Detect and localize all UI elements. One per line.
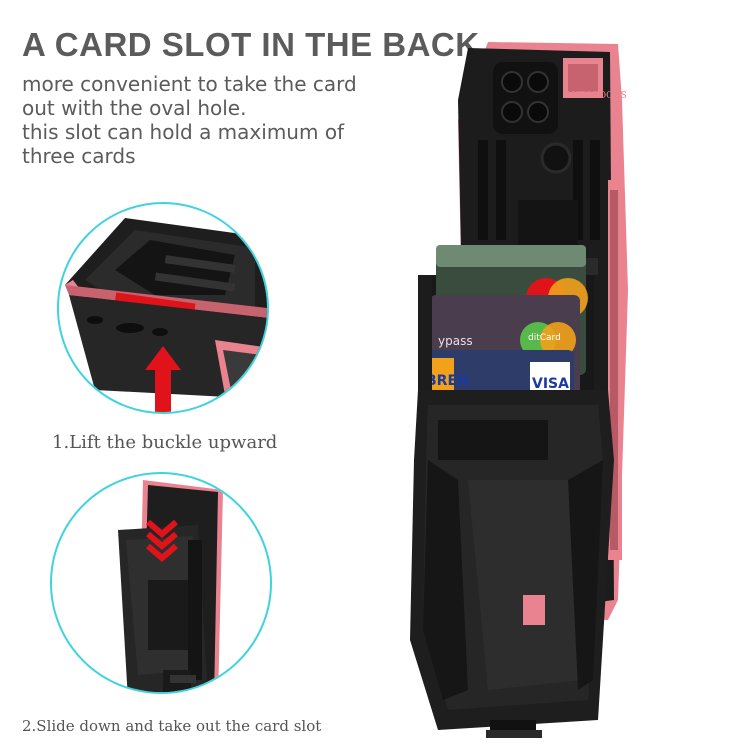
svg-text:ditCard: ditCard	[528, 333, 561, 343]
svg-text:BREN: BREN	[426, 373, 469, 389]
description-line: out with the oval hole.	[22, 96, 247, 120]
phone-case-image: AUTOFOCUS ypass ditCard ypass ditCard	[318, 40, 654, 740]
description-line: more convenient to take the card	[22, 72, 357, 96]
step-2-label: 2.Slide down and take out the card slot	[22, 717, 322, 735]
arrow-up-icon	[155, 368, 171, 412]
headline: A CARD SLOT IN THE BACK	[22, 26, 480, 63]
slide-detail-circle	[48, 470, 274, 696]
description-line: three cards	[22, 144, 136, 168]
camera-label: AUTOFOCUS	[564, 91, 627, 101]
description-line: this slot can hold a maximum of	[22, 120, 345, 144]
buckle-detail-circle	[55, 200, 271, 416]
svg-text:VISA: VISA	[532, 376, 569, 392]
chevron-down-icon	[146, 519, 178, 562]
description: more convenient to take the card out wit…	[22, 72, 412, 168]
svg-text:ypass: ypass	[438, 334, 473, 348]
step-1-label: 1.Lift the buckle upward	[52, 432, 278, 453]
